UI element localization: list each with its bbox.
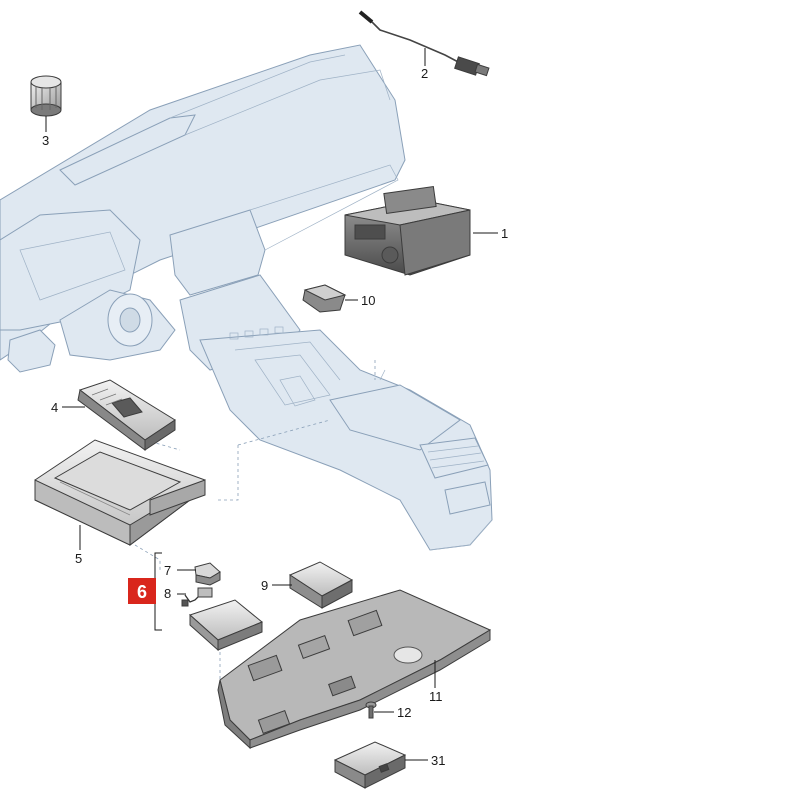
sub-control-box: [189, 599, 263, 652]
wiring-connector-part: [181, 587, 213, 607]
callout-10: 10: [361, 293, 375, 308]
callout-8: 8: [164, 586, 171, 601]
callout-9: 9: [261, 578, 268, 593]
callout-11: 11: [429, 689, 443, 704]
callout-12: 12: [397, 705, 411, 720]
control-unit-part: [288, 561, 354, 609]
storage-tray-part: [34, 439, 206, 546]
screw-part: [365, 701, 377, 719]
callout-31: 31: [431, 753, 445, 768]
callout-labels: 1 2 3 4 5 7 8 9 10 11 12 31: [42, 66, 508, 768]
speaker-knob-part: [30, 75, 62, 117]
highlight-badge[interactable]: 6: [128, 578, 156, 604]
dashboard-outline: [0, 44, 493, 551]
antenna-cable-part: [358, 10, 490, 77]
head-unit-part: [344, 186, 471, 276]
wireless-charging-pad-part: [77, 379, 176, 451]
callout-3: 3: [42, 133, 49, 148]
callout-5: 5: [75, 551, 82, 566]
highlight-badge-label: 6: [137, 582, 147, 602]
callout-7: 7: [164, 563, 171, 578]
callout-4: 4: [51, 400, 58, 415]
interface-box-part: [333, 741, 407, 789]
callout-2: 2: [421, 66, 428, 81]
callout-1: 1: [501, 226, 508, 241]
switch-module-part: [302, 284, 347, 313]
mounting-bracket-part: [217, 589, 492, 750]
connector-module-part: [194, 562, 221, 586]
